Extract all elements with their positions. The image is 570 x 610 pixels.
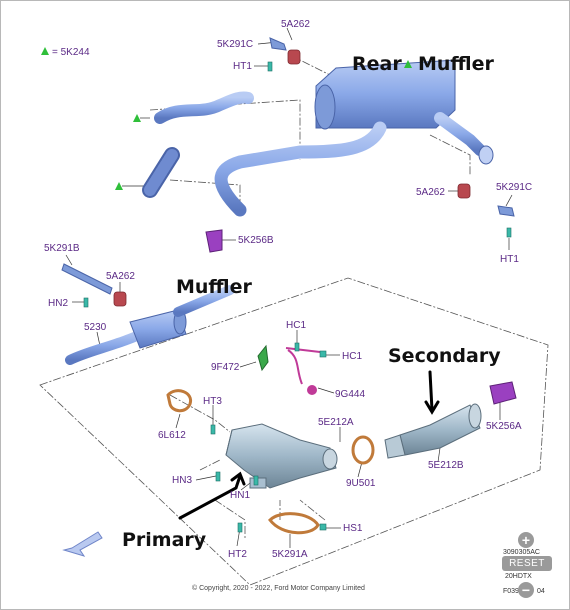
zoom-out-button[interactable]: − (518, 582, 534, 598)
clip-hs1[interactable] (319, 523, 327, 531)
reset-button[interactable]: RESET (502, 556, 552, 571)
callout-primary: Primary (122, 529, 207, 551)
clip-ht1-top[interactable] (267, 61, 273, 72)
label-hn2[interactable]: HN2 (48, 298, 68, 309)
hanger-5a262-left[interactable] (113, 291, 127, 307)
bracket-5k291c-top[interactable] (269, 37, 287, 51)
green-triangle-icon[interactable] (115, 182, 123, 190)
label-5a262-top[interactable]: 5A262 (281, 19, 310, 30)
label-5k291c-right[interactable]: 5K291C (496, 182, 532, 193)
ref-code-3: F039C (503, 588, 524, 595)
sensor-9f472[interactable] (257, 344, 269, 372)
callout-rear-muffler: Muffler (418, 53, 495, 75)
label-hs1[interactable]: HS1 (343, 523, 363, 534)
clip-ht3[interactable] (210, 424, 216, 435)
muffler[interactable] (65, 285, 235, 365)
secondary-catalytic-converter[interactable] (384, 403, 482, 459)
bracket-5k291b[interactable] (61, 263, 113, 295)
hanger-5a262-right[interactable] (457, 183, 471, 199)
clip-hn2[interactable] (83, 297, 89, 308)
label-5e212a[interactable]: 5E212A (318, 417, 354, 428)
legend-text: = 5K244 (52, 47, 90, 58)
annotation-arrows (178, 370, 440, 520)
label-5k256b[interactable]: 5K256B (238, 235, 274, 246)
gasket-6l612[interactable] (166, 389, 193, 413)
label-5k256a[interactable]: 5K256A (486, 421, 522, 432)
label-5e212b[interactable]: 5E212B (428, 460, 464, 471)
clip-hn3[interactable] (215, 471, 221, 482)
label-5k291b[interactable]: 5K291B (44, 243, 80, 254)
hanger-5a262-top[interactable] (287, 49, 301, 65)
ref-code-2: 20HDTX (505, 573, 532, 580)
label-5a262-right[interactable]: 5A262 (416, 187, 445, 198)
arrow-left-down-icon[interactable] (62, 531, 103, 557)
callout-rear: Rear (352, 53, 402, 75)
ref-code-1: 3090305AC (503, 549, 540, 556)
label-ht1-top[interactable]: HT1 (233, 61, 252, 72)
flex-pipe-lower[interactable] (142, 147, 180, 198)
rear-muffler[interactable] (214, 59, 494, 217)
callout-muffler: Muffler (176, 276, 253, 298)
bracket-5k256a[interactable] (489, 381, 517, 405)
arrow-primary (178, 474, 242, 520)
green-triangle-icon (404, 60, 412, 68)
zoom-in-button[interactable]: + (518, 532, 534, 548)
clip-ht2[interactable] (237, 522, 243, 533)
sensor-9g444[interactable] (285, 347, 321, 395)
label-9u501[interactable]: 9U501 (346, 478, 376, 489)
label-9g444[interactable]: 9G444 (335, 389, 365, 400)
clip-hc1-top[interactable] (294, 342, 300, 352)
green-triangle-icon (41, 47, 49, 55)
label-ht3[interactable]: HT3 (203, 396, 222, 407)
bracket-5k256b[interactable] (205, 229, 223, 253)
flex-pipe-upper[interactable] (154, 91, 254, 124)
clip-hn1[interactable] (253, 475, 259, 486)
label-9f472[interactable]: 9F472 (211, 362, 240, 373)
green-triangle-icon[interactable] (133, 114, 141, 122)
bracket-5k291c-right[interactable] (497, 205, 515, 217)
label-6l612[interactable]: 6L612 (158, 430, 186, 441)
ref-code-4: 04 (537, 588, 545, 595)
label-hc1-right[interactable]: HC1 (342, 351, 362, 362)
label-5k291c-top[interactable]: 5K291C (217, 39, 253, 50)
label-5230[interactable]: 5230 (84, 322, 107, 333)
label-5k291a[interactable]: 5K291A (272, 549, 308, 560)
gasket-9u501[interactable] (351, 435, 375, 465)
callout-secondary: Secondary (388, 345, 501, 367)
label-ht2[interactable]: HT2 (228, 549, 247, 560)
copyright: © Copyright, 2020 - 2022, Ford Motor Com… (192, 584, 365, 592)
leader-lines (65, 27, 513, 548)
clip-hc1-right[interactable] (319, 350, 327, 358)
label-5a262-left[interactable]: 5A262 (106, 271, 135, 282)
clip-ht1-right[interactable] (506, 227, 512, 238)
label-hn1[interactable]: HN1 (230, 490, 250, 501)
label-hc1-top[interactable]: HC1 (286, 320, 306, 331)
label-ht1-right[interactable]: HT1 (500, 254, 519, 265)
gasket-5k291a[interactable] (268, 512, 320, 535)
label-hn3[interactable]: HN3 (172, 475, 192, 486)
arrow-secondary (428, 370, 434, 412)
